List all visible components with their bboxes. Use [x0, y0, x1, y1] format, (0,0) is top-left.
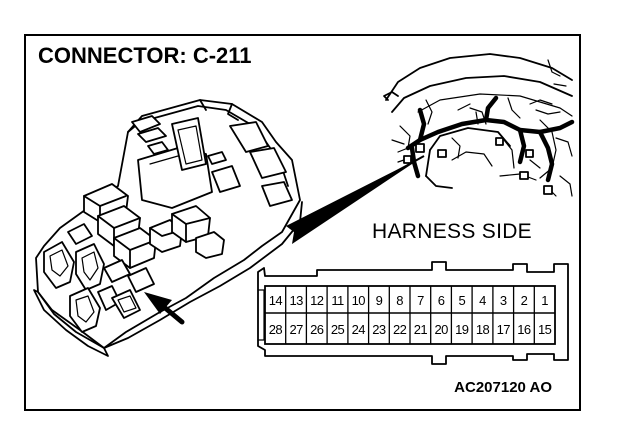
pin-label: 16: [517, 322, 531, 337]
pin-label: 2: [521, 293, 528, 308]
pin-label: 14: [269, 293, 283, 308]
pin-label: 21: [414, 322, 428, 337]
vehicle-location-inset: [383, 53, 575, 197]
pin-label: 12: [310, 293, 324, 308]
pin-label: 25: [331, 322, 345, 337]
pin-label: 22: [393, 322, 407, 337]
pin-label: 6: [438, 293, 445, 308]
pin-label: 15: [538, 322, 552, 337]
pin-label: 17: [497, 322, 511, 337]
pin-row-top: 14 13 12 11 10 9 8 7 6 5 4 3 2 1: [269, 293, 549, 308]
pin-label: 27: [289, 322, 303, 337]
pin-label: 3: [500, 293, 507, 308]
pin-label: 18: [476, 322, 490, 337]
pin-label: 23: [372, 322, 386, 337]
pin-label: 13: [289, 293, 303, 308]
harness-side-label: HARNESS SIDE: [372, 220, 532, 243]
pin-label: 1: [541, 293, 548, 308]
pin-label: 4: [479, 293, 486, 308]
pin-label: 5: [458, 293, 465, 308]
location-arrow: [144, 292, 185, 325]
pin-label: 8: [396, 293, 403, 308]
diagram-title: CONNECTOR: C-211: [38, 43, 252, 68]
pin-row-bottom: 28 27 26 25 24 23 22 21 20 19 18 17 16 1…: [269, 322, 552, 337]
pin-label: 7: [417, 293, 424, 308]
pin-label: 28: [269, 322, 283, 337]
pin-label: 20: [434, 322, 448, 337]
figure-code: AC207120 AO: [454, 379, 552, 396]
location-leader: [286, 156, 424, 244]
pin-label: 9: [376, 293, 383, 308]
pin-label: 19: [455, 322, 469, 337]
connector-face: 14 13 12 11 10 9 8 7 6 5 4 3 2 1 28 27 2…: [257, 261, 569, 365]
diagram-frame: [24, 34, 581, 411]
pin-label: 10: [352, 293, 366, 308]
pin-label: 26: [310, 322, 324, 337]
pin-label: 11: [331, 293, 344, 308]
pin-label: 24: [352, 322, 366, 337]
